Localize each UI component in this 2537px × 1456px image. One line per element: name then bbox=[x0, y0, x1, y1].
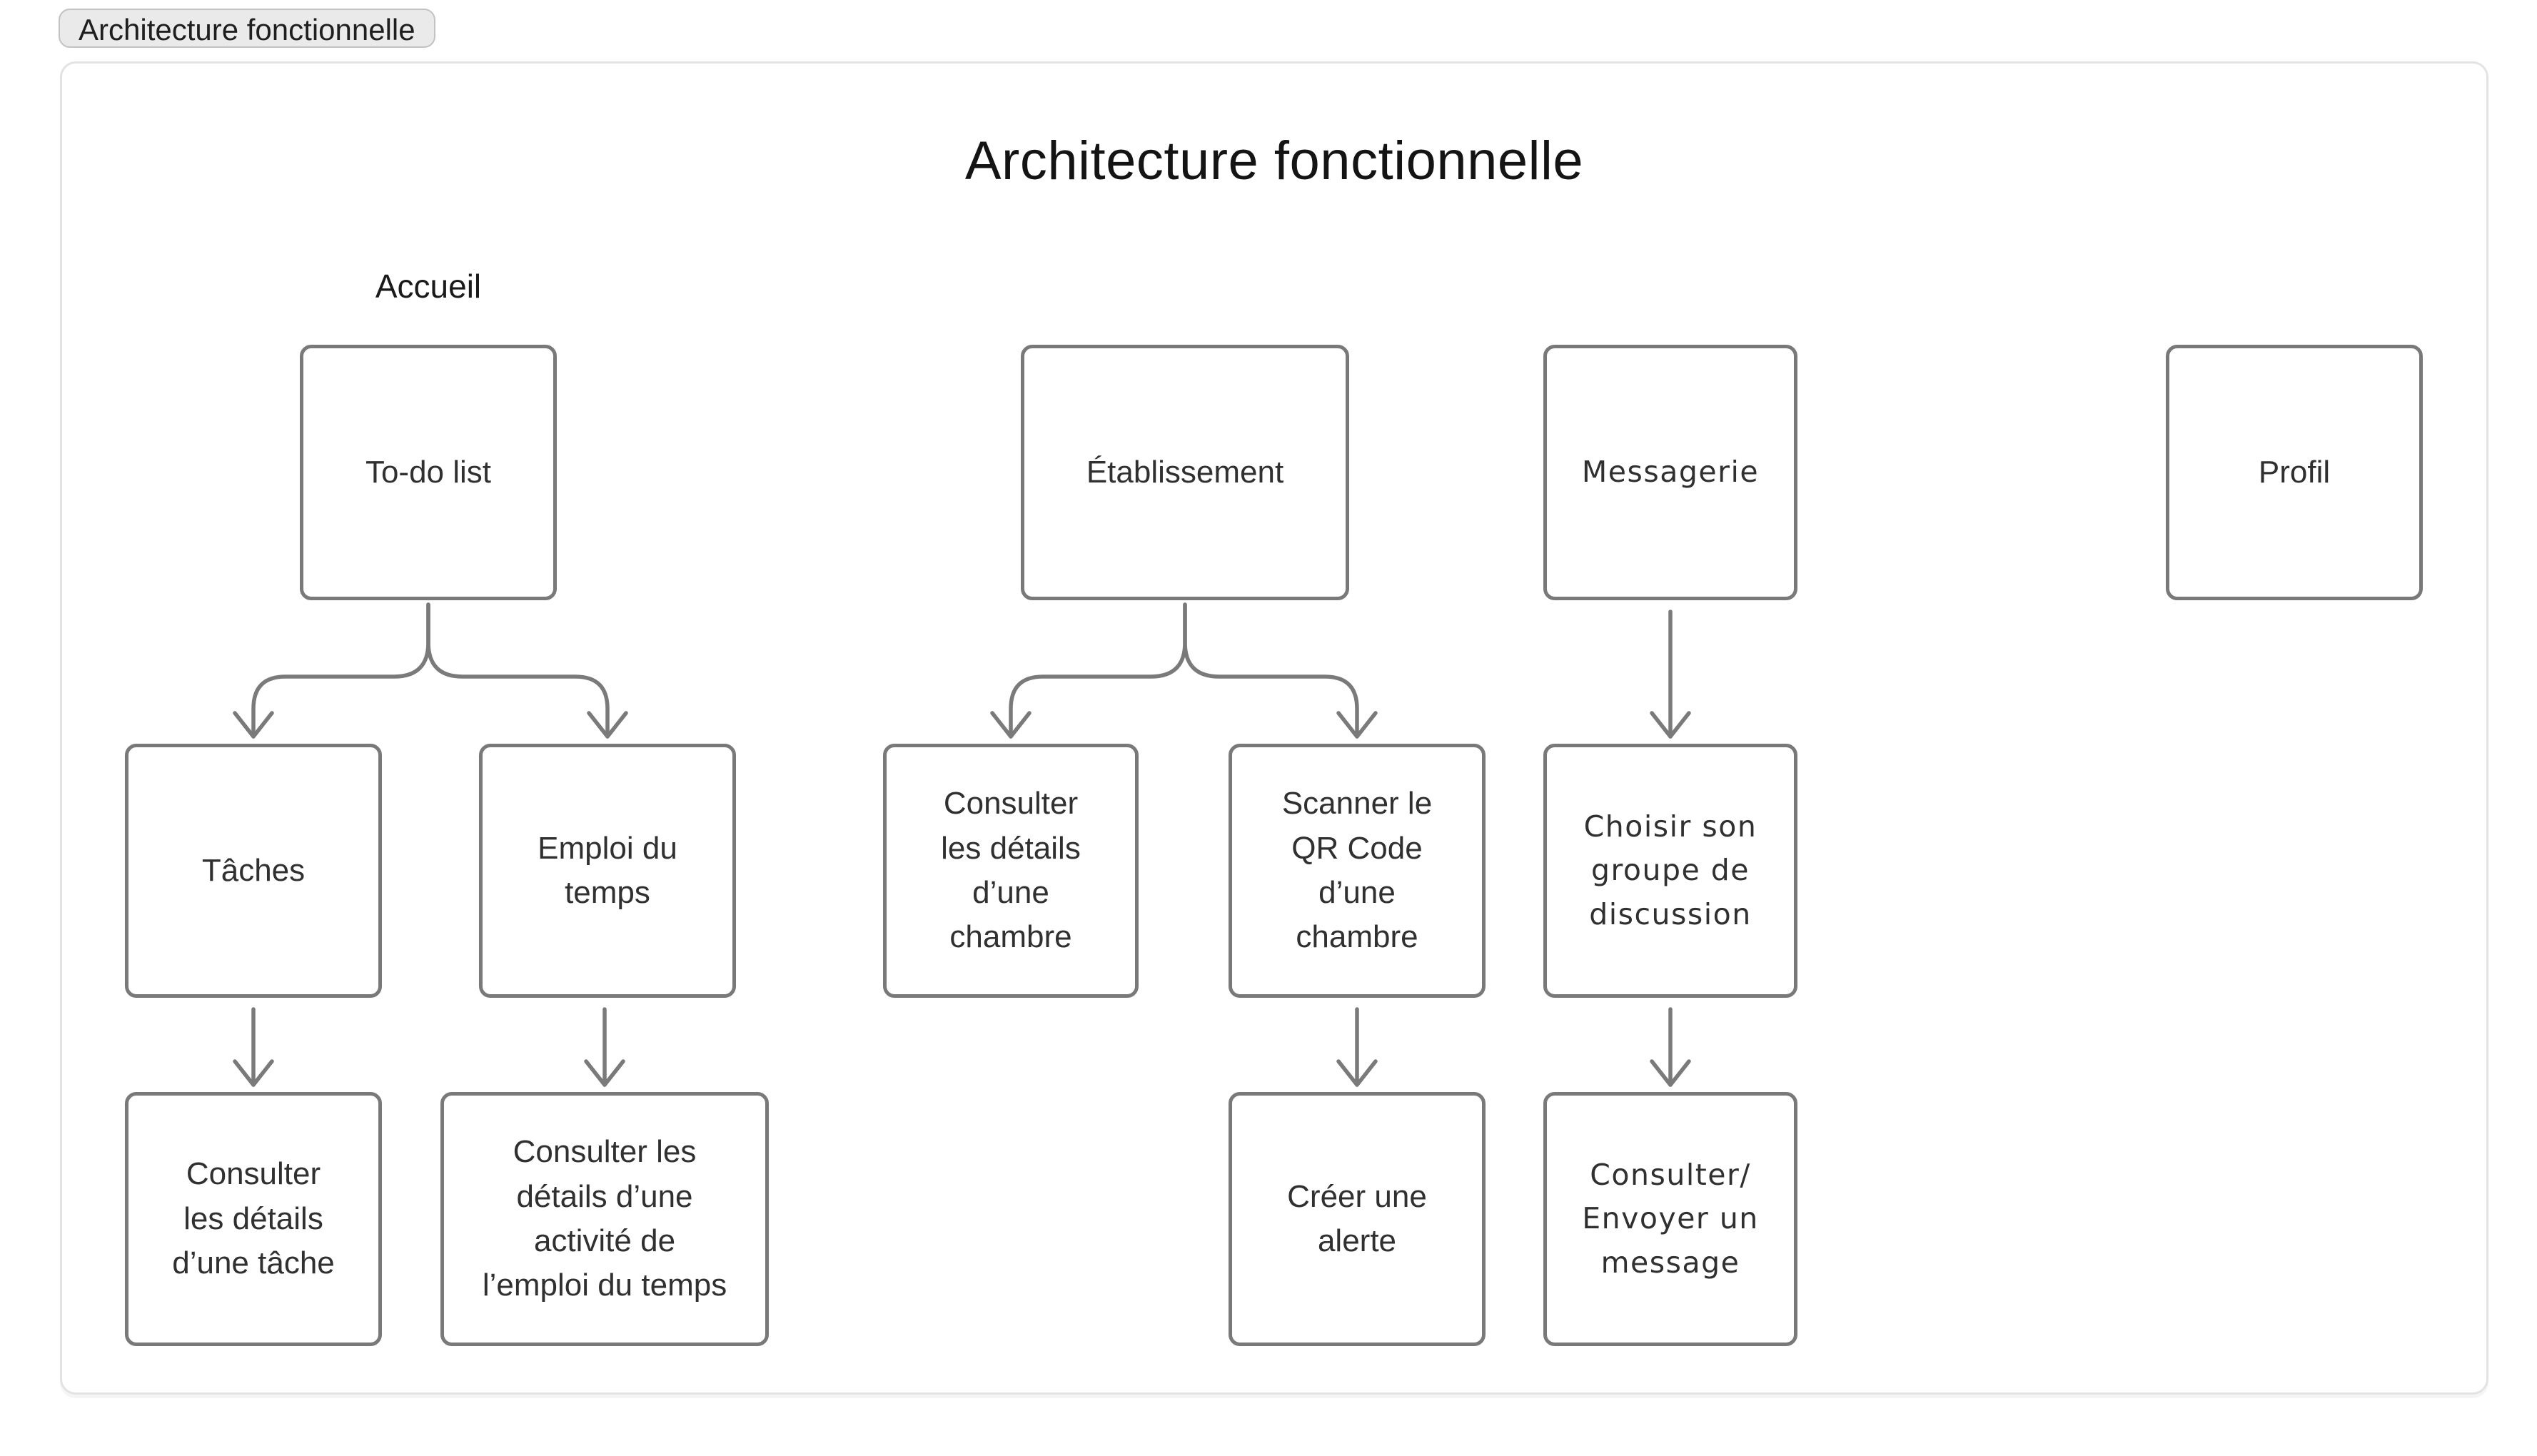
node-todo[interactable]: To-do list bbox=[300, 345, 557, 600]
node-alerte[interactable]: Créer une alerte bbox=[1229, 1092, 1486, 1346]
diagram-title: Architecture fonctionnelle bbox=[964, 131, 1584, 191]
group-label-accueil: Accueil bbox=[375, 268, 482, 305]
node-etablissement[interactable]: Établissement bbox=[1021, 345, 1349, 600]
node-label: Tâches bbox=[201, 852, 306, 888]
node-label: Consulter les détails d’une tâche bbox=[172, 1156, 335, 1281]
node-label: Créer une alerte bbox=[1287, 1178, 1427, 1258]
node-profil[interactable]: Profil bbox=[2166, 345, 2423, 600]
node-label: Profil bbox=[2258, 454, 2331, 490]
node-consulter-tache[interactable]: Consulter les détails d’une tâche bbox=[125, 1092, 382, 1346]
node-chambre[interactable]: Consulter les détails d’une chambre bbox=[883, 744, 1139, 998]
node-label: Consulter les détails d’une activité de … bbox=[482, 1134, 727, 1303]
node-taches[interactable]: Tâches bbox=[125, 744, 382, 998]
node-label: Consulter les détails d’une chambre bbox=[941, 786, 1081, 955]
node-emploi[interactable]: Emploi du temps bbox=[479, 744, 736, 998]
node-messagerie[interactable]: Messagerie bbox=[1543, 345, 1797, 600]
node-label: Consulter/ Envoyer un message bbox=[1582, 1157, 1759, 1280]
node-label: Emploi du temps bbox=[538, 830, 677, 910]
node-label: Choisir son groupe de discussion bbox=[1583, 809, 1757, 931]
node-choisir[interactable]: Choisir son groupe de discussion bbox=[1543, 744, 1797, 998]
node-scanner[interactable]: Scanner le QR Code d’une chambre bbox=[1229, 744, 1486, 998]
node-envoyer[interactable]: Consulter/ Envoyer un message bbox=[1543, 1092, 1797, 1346]
node-label: Établissement bbox=[1086, 454, 1284, 490]
node-label: To-do list bbox=[365, 454, 492, 490]
node-consulter-activite[interactable]: Consulter les détails d’une activité de … bbox=[440, 1092, 769, 1346]
node-label: Messagerie bbox=[1581, 455, 1760, 490]
node-label: Scanner le QR Code d’une chambre bbox=[1281, 786, 1433, 955]
page-tab-badge[interactable]: Architecture fonctionnelle bbox=[59, 9, 435, 48]
